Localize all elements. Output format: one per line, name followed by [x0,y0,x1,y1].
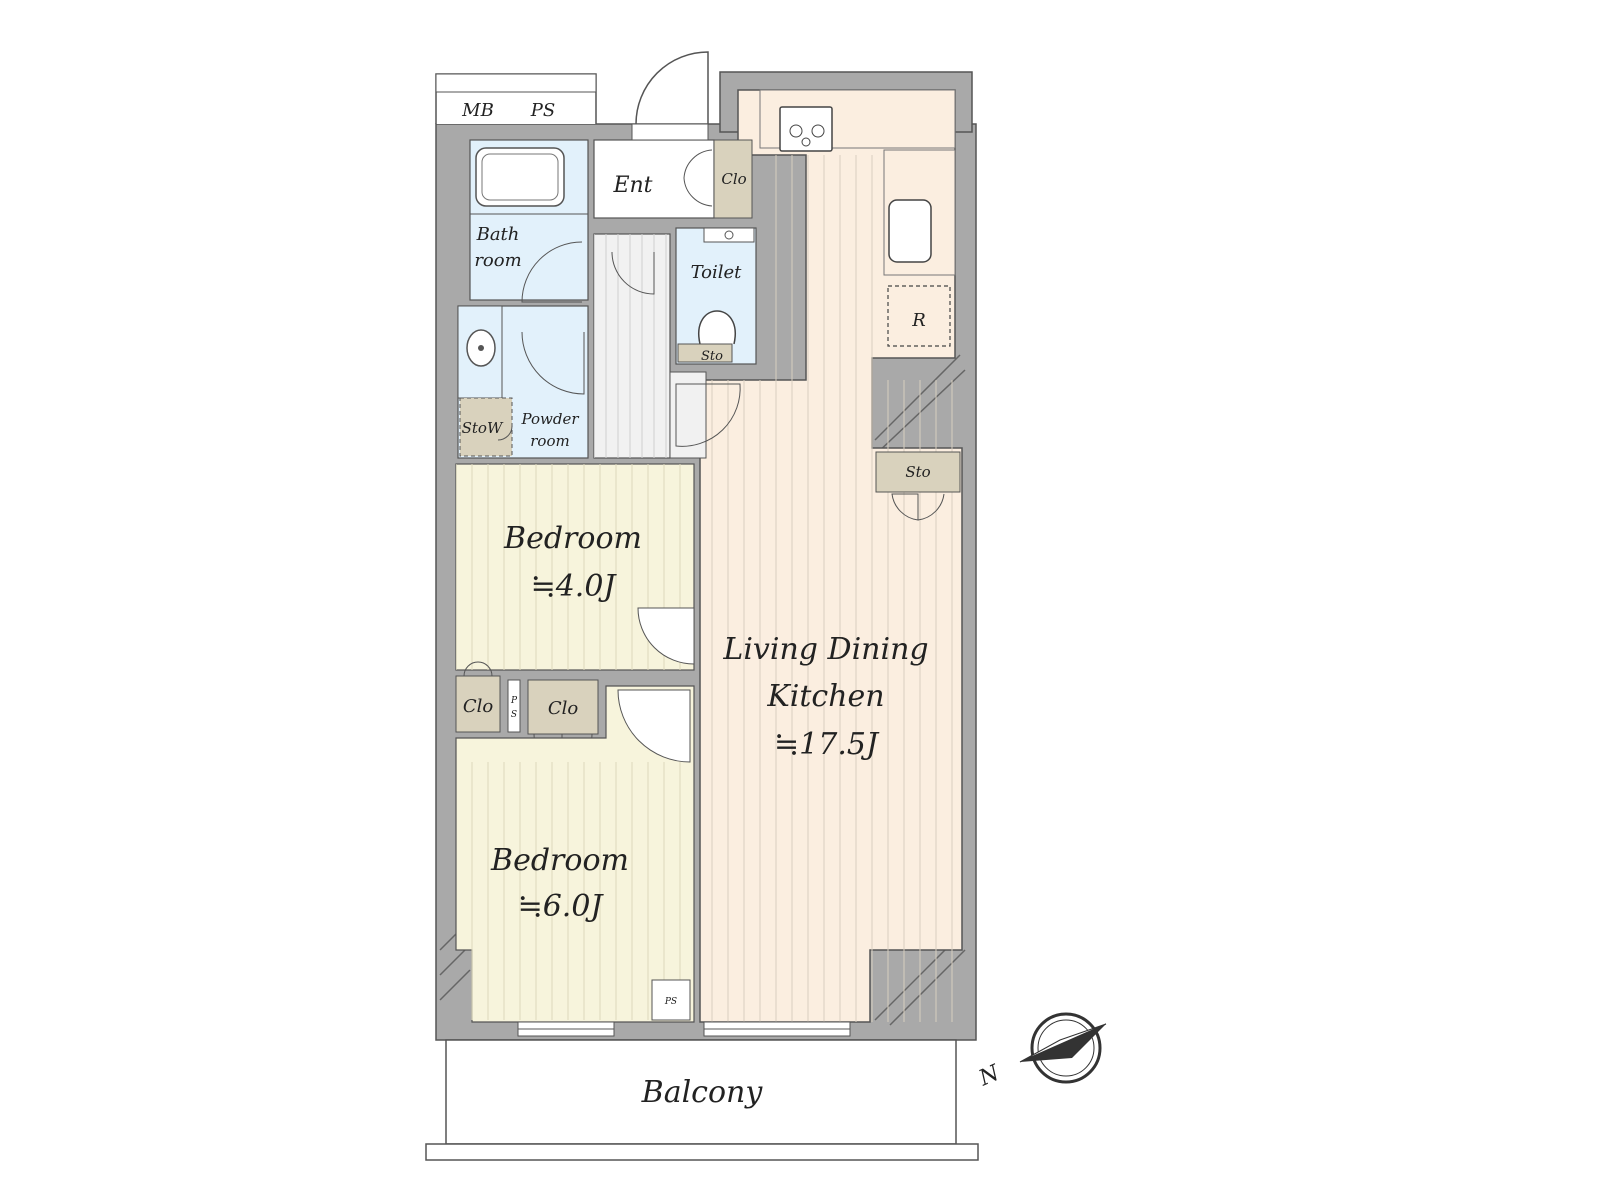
ps-small-s: S [511,710,517,720]
bedroom-lower-door-icon [617,689,691,763]
refrigerator-space [887,285,951,347]
compass: N [975,1012,1107,1092]
ldk-door-icon [675,383,741,447]
powder-room: StoW Powder room [457,305,589,459]
bedroom-lower-name: Bedroom [490,843,629,878]
bathroom-label-line1: Bath [476,224,520,245]
toilet-bowl-icon [698,310,736,345]
stove-icon [779,106,833,152]
toilet-storage-label: Sto [701,349,723,364]
bedroom-upper-door-icon [637,607,695,665]
bathroom: Bath room [469,139,589,303]
balcony: Balcony [425,1039,979,1161]
windows [517,1021,851,1037]
bedroom-lower: Bedroom ≒6.0J PS [455,685,695,1023]
bedroom-closet-left-label: Clo [463,696,494,717]
closet-door-icon [683,149,713,179]
hallway [593,233,741,459]
entrance-label: Ent [612,173,652,198]
bedroom-upper-name: Bedroom [503,521,642,556]
storage-w-label: StoW [462,419,504,437]
bedroom-upper-area: ≒4.0J [531,569,618,604]
powder-room-label-line2: room [530,432,569,450]
compass-north-label: N [975,1060,1004,1091]
toilet-label: Toilet [691,262,743,283]
ldk-area: ≒17.5J [774,727,880,762]
toilet: Toilet Sto [675,227,757,365]
mb-label: MB [461,100,494,121]
powder-door-icon [521,331,585,395]
ldk-area: R Sto Living Dining Kitchen ≒17.5J [699,89,963,1023]
bedroom-upper: Bedroom ≒4.0J [455,463,695,671]
ldk-name-line2: Kitchen [766,679,884,714]
ldk-storage-label: Sto [905,463,930,481]
entrance: Ent Clo [593,51,753,219]
entrance-closet-label: Clo [721,170,746,188]
ps-bottom-label: PS [664,997,677,1007]
bathroom-label-line2: room [474,250,521,271]
storage-door-icon [891,493,919,521]
bedroom-lower-area: ≒6.0J [518,889,605,924]
hall-door-icon [611,251,655,295]
ps-top-label: PS [530,100,555,121]
bedroom-closets: Clo P S Clo [455,661,599,763]
powder-room-label-line1: Powder [520,410,579,428]
ldk-name-line1: Living Dining [722,632,928,667]
meter-box-area: MB PS [435,73,597,124]
ps-small-p: P [510,696,518,706]
balcony-label: Balcony [641,1075,764,1110]
bedroom-closet-right-label: Clo [548,698,579,719]
refrigerator-label: R [911,310,926,331]
bathroom-door-icon [521,241,583,303]
front-door-icon [635,51,709,125]
bathtub-icon [475,147,565,207]
sink-icon [888,199,932,263]
